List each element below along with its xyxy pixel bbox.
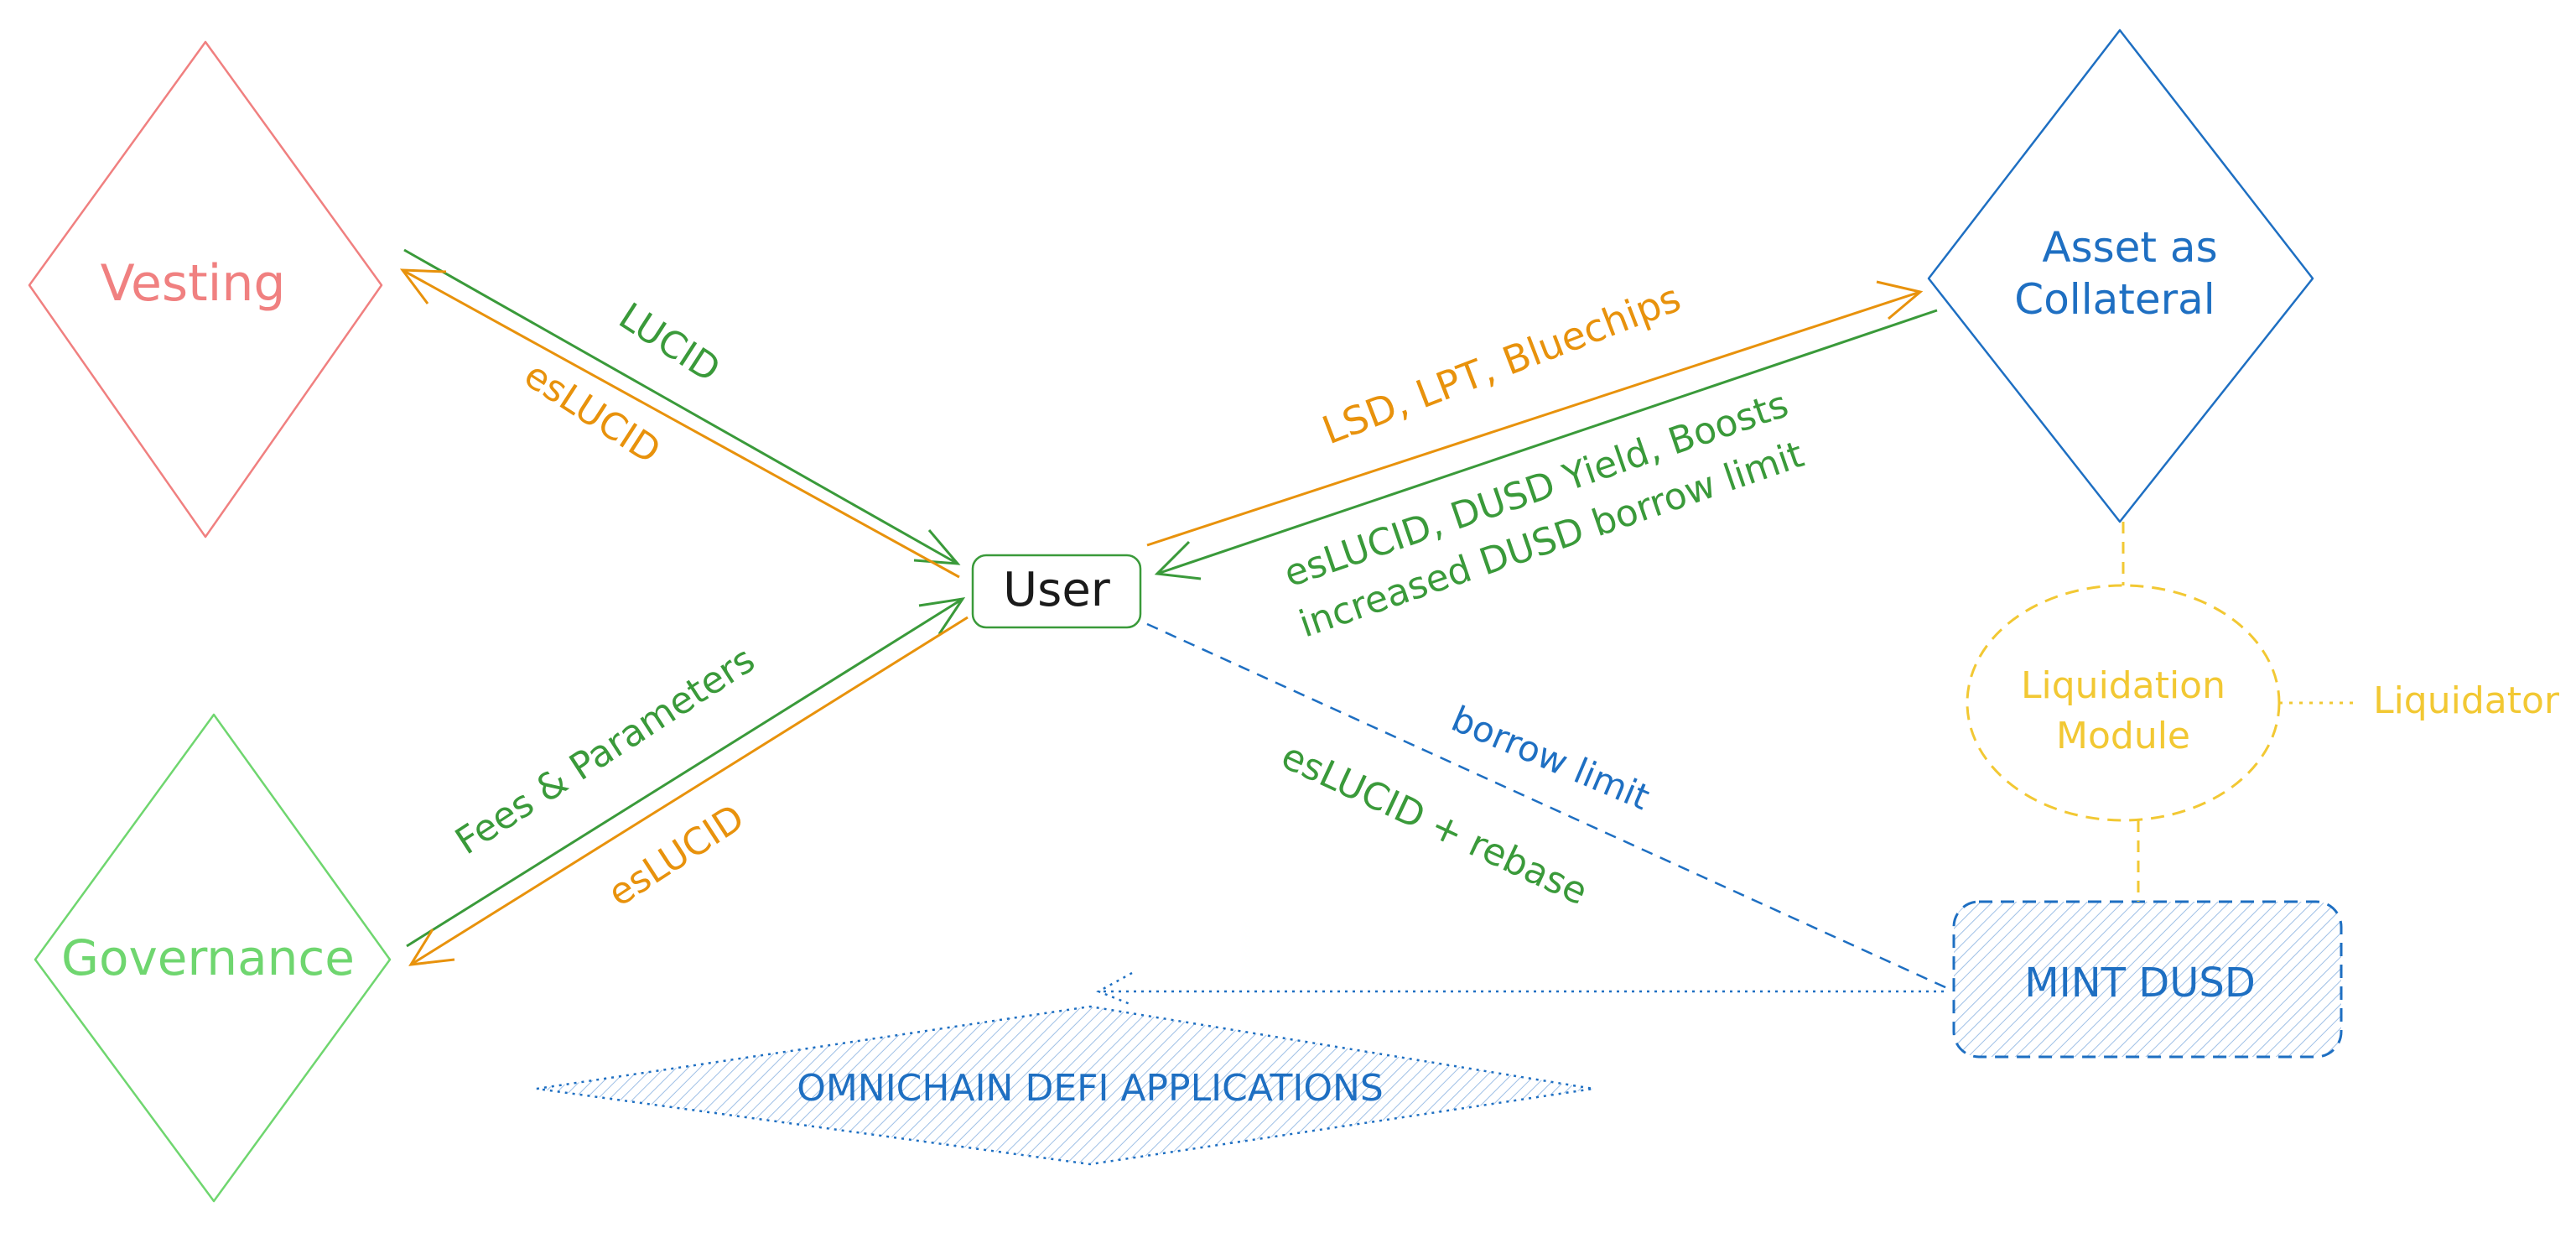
governance-diamond: [34, 713, 392, 1203]
esl-vesting-arrow: [402, 268, 960, 579]
lucid-arrow: [403, 248, 958, 565]
user-label: User: [1003, 563, 1111, 617]
vesting-diamond: [28, 40, 383, 538]
vesting-label: Vesting: [101, 254, 286, 313]
liquidation-label-line1: Liquidation: [2021, 664, 2225, 707]
yield-arrowhead: [1154, 540, 1202, 580]
mint-dusd-label: MINT DUSD: [2024, 960, 2256, 1007]
asset-label-line1: Asset as: [2042, 223, 2217, 272]
esl-gov-arrow: [410, 616, 969, 966]
asset-label-line2: Collateral: [2014, 275, 2215, 324]
asset-collateral-diamond: [1927, 29, 2314, 523]
yield-arrow: [1156, 309, 1938, 575]
liquidation-label-line2: Module: [2056, 715, 2190, 757]
lsd-arrowhead: [1876, 280, 1924, 320]
borrow-limit-label: borrow limit: [1446, 698, 1655, 818]
esl-gov-arrowhead: [408, 929, 455, 966]
omnichain-label: OMNICHAIN DEFI APPLICATIONS: [797, 1067, 1384, 1110]
lsd-arrow: [1146, 290, 1921, 547]
lsd-label: LSD, LPT, Bluechips: [1317, 275, 1687, 454]
esl-vesting-arrowhead: [399, 268, 447, 304]
omnichain-shape: [536, 1005, 1594, 1166]
governance-label: Governance: [61, 929, 355, 986]
user-box: [971, 554, 1142, 629]
esl-vesting-label: esLUCID: [517, 353, 668, 472]
liquidator-label: Liquidator: [2373, 679, 2560, 722]
fees-arrow: [406, 597, 963, 948]
fees-arrowhead: [918, 596, 966, 635]
mint-dusd-box: [1952, 900, 2343, 1059]
omnichain-arrowhead: [1096, 971, 1133, 1007]
esl-gov-label: esLUCID: [600, 796, 752, 915]
borrow-limit-dashed-line: [1146, 622, 1948, 990]
